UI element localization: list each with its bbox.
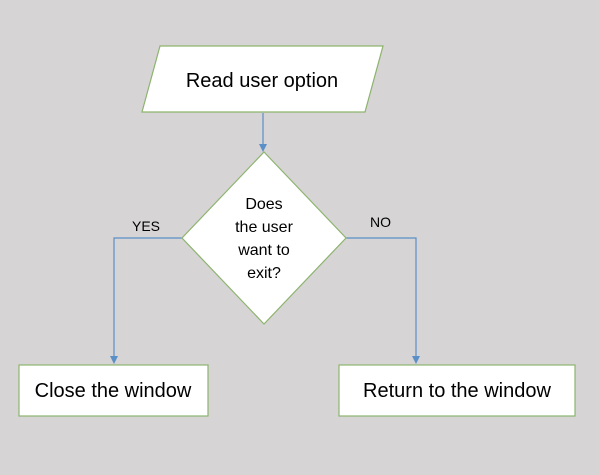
input-node-label: Read user option xyxy=(186,70,338,92)
edge-label-yes: YES xyxy=(132,218,160,234)
edge-label-no: NO xyxy=(370,214,391,230)
return-window-box xyxy=(338,364,576,417)
decision-node: Does the user want to exit? xyxy=(181,151,347,325)
connector-no xyxy=(346,237,420,364)
decision-line-2: the user xyxy=(235,219,293,236)
return-window-node: Return to the window xyxy=(338,364,576,417)
decision-line-3: want to xyxy=(237,242,290,259)
close-window-box xyxy=(18,364,209,417)
decision-diamond xyxy=(181,151,347,325)
return-window-label: Return to the window xyxy=(363,380,551,402)
close-window-label: Close the window xyxy=(35,380,192,402)
connector-yes xyxy=(110,237,182,364)
edge-no: NO xyxy=(346,214,420,364)
input-node: Read user option xyxy=(141,45,384,113)
decision-line-4: exit? xyxy=(247,265,281,282)
decision-line-1: Does xyxy=(245,196,282,213)
edge-yes: YES xyxy=(110,218,182,364)
input-parallelogram xyxy=(141,45,384,113)
close-window-node: Close the window xyxy=(18,364,209,417)
